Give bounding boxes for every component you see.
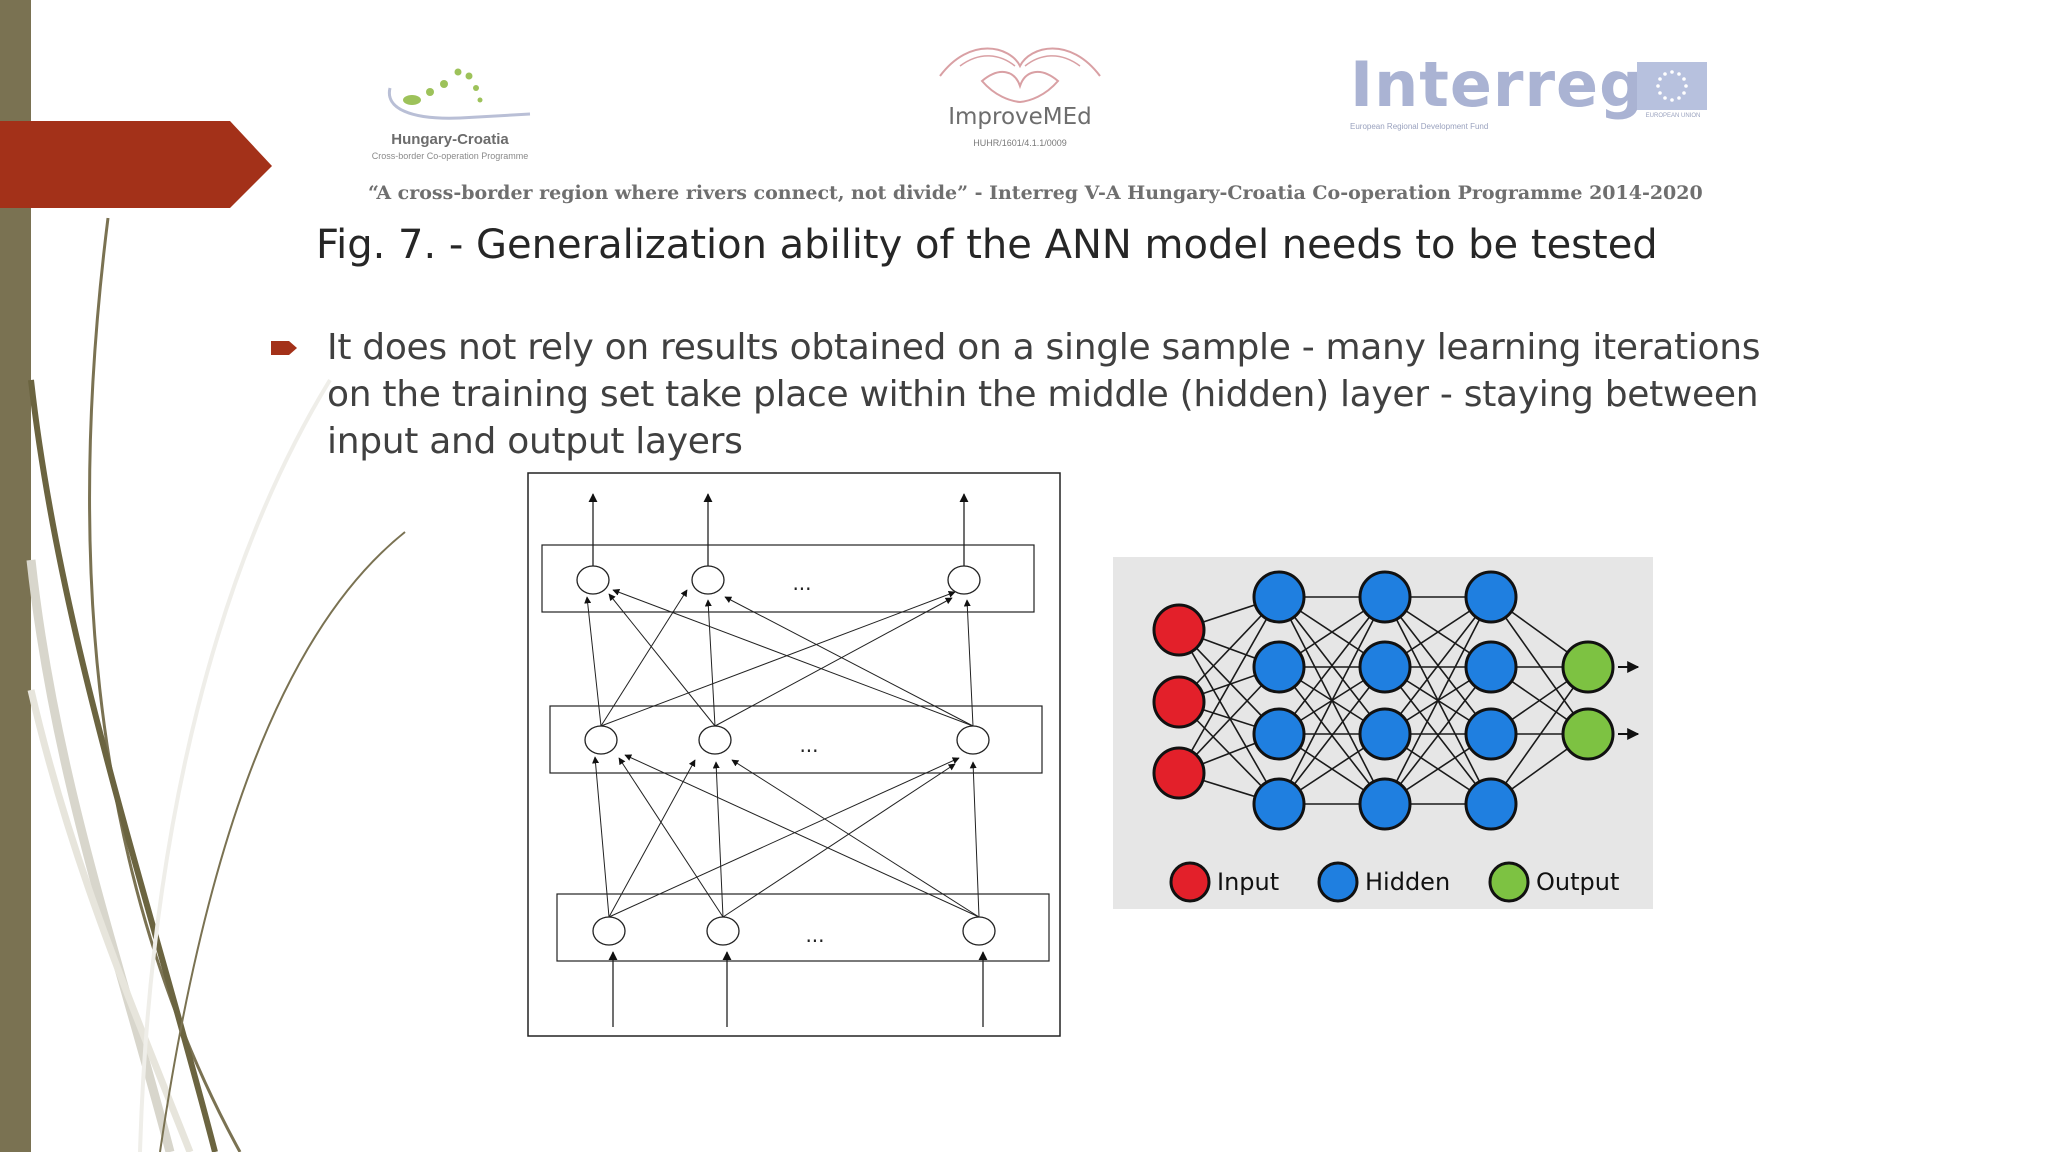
output-node	[576, 565, 610, 595]
legend-hidden-label: Hidden	[1365, 868, 1450, 896]
hidden-neuron	[1252, 570, 1306, 624]
hungary-croatia-subtitle: Cross-border Co-operation Programme	[371, 151, 529, 161]
eu-stars-icon	[1656, 70, 1688, 102]
hidden-neuron	[1358, 777, 1412, 831]
hidden-neuron	[1464, 777, 1518, 831]
eu-label: EUROPEAN UNION	[1645, 113, 1701, 119]
diagram-frame	[527, 472, 1061, 1037]
hungary-croatia-logo-icon	[387, 68, 531, 120]
legend-input-label: Input	[1217, 868, 1279, 896]
hidden-neuron	[1252, 777, 1306, 831]
output-node	[947, 565, 981, 595]
hidden-neuron	[1358, 640, 1412, 694]
input-node	[592, 916, 626, 946]
input-node	[962, 916, 996, 946]
legend-hidden-dot	[1317, 861, 1359, 903]
output-layer-box	[541, 544, 1035, 613]
output-layer-ellipsis: ...	[792, 571, 811, 595]
hidden-neuron	[1358, 707, 1412, 761]
neuron-connection	[1384, 596, 1492, 735]
neuron-connection	[1278, 596, 1386, 805]
neuron-connection	[1490, 596, 1589, 735]
hungary-croatia-logo: Hungary-Croatia Cross-border Co-operatio…	[350, 58, 550, 168]
eu-flag-icon	[1637, 62, 1707, 110]
input-layer-box	[556, 893, 1050, 962]
hidden-neuron	[1464, 707, 1518, 761]
hidden-to-output-connections	[584, 588, 974, 727]
interreg-logo: Interreg European Regional Development F…	[1350, 48, 1720, 144]
programme-motto: “A cross-border region where rivers conn…	[368, 182, 1703, 204]
improvemed-heart-icon	[939, 47, 1101, 104]
neuron-connection	[1384, 596, 1492, 805]
input-neuron	[1152, 746, 1206, 800]
neuron-connection	[1178, 629, 1280, 805]
input-node	[706, 916, 740, 946]
hidden-node	[584, 725, 618, 755]
hidden-node	[956, 725, 990, 755]
neuron-connection	[1384, 666, 1492, 805]
legend-output-dot	[1488, 861, 1530, 903]
improvemed-code: HUHR/1601/4.1.1/0009	[973, 138, 1067, 148]
title-accent-arrow	[0, 121, 272, 208]
hidden-neuron	[1252, 707, 1306, 761]
output-neuron	[1561, 640, 1615, 694]
neuron-connection	[1278, 596, 1386, 735]
output-node	[691, 565, 725, 595]
hidden-neuron	[1252, 640, 1306, 694]
hidden-layer-ellipsis: ...	[799, 733, 818, 757]
improvemed-label: ImproveMEd	[948, 104, 1092, 130]
input-to-hidden-connections	[592, 754, 980, 918]
bullet-text: It does not rely on results obtained on …	[327, 327, 1761, 462]
slide-title: Fig. 7. - Generalization ability of the …	[316, 222, 1658, 268]
ann-layer-diagram: ... ... ...	[527, 472, 1061, 1037]
legend-output-label: Output	[1536, 868, 1619, 896]
input-neuron	[1152, 603, 1206, 657]
hungary-croatia-label: Hungary-Croatia	[391, 131, 509, 148]
hidden-neuron	[1464, 570, 1518, 624]
improvemed-logo: ImproveMEd HUHR/1601/4.1.1/0009	[920, 36, 1120, 156]
hidden-layer-box	[549, 705, 1043, 774]
output-neuron	[1561, 707, 1615, 761]
hidden-neuron	[1358, 570, 1412, 624]
neuron-connection	[1178, 596, 1280, 774]
hidden-node	[698, 725, 732, 755]
interreg-wordmark: Interreg	[1350, 48, 1645, 121]
neuron-connection	[1278, 666, 1386, 805]
legend-input-dot	[1169, 861, 1211, 903]
input-layer-ellipsis: ...	[805, 923, 824, 947]
hidden-neuron	[1464, 640, 1518, 694]
neural-network-illustration: Input Hidden Output	[1113, 557, 1653, 909]
bullet-arrow-icon	[271, 341, 297, 355]
neuron-connection	[1490, 666, 1589, 805]
interreg-subtitle: European Regional Development Fund	[1350, 122, 1489, 131]
input-neuron	[1152, 675, 1206, 729]
decorative-curves	[26, 217, 406, 1152]
